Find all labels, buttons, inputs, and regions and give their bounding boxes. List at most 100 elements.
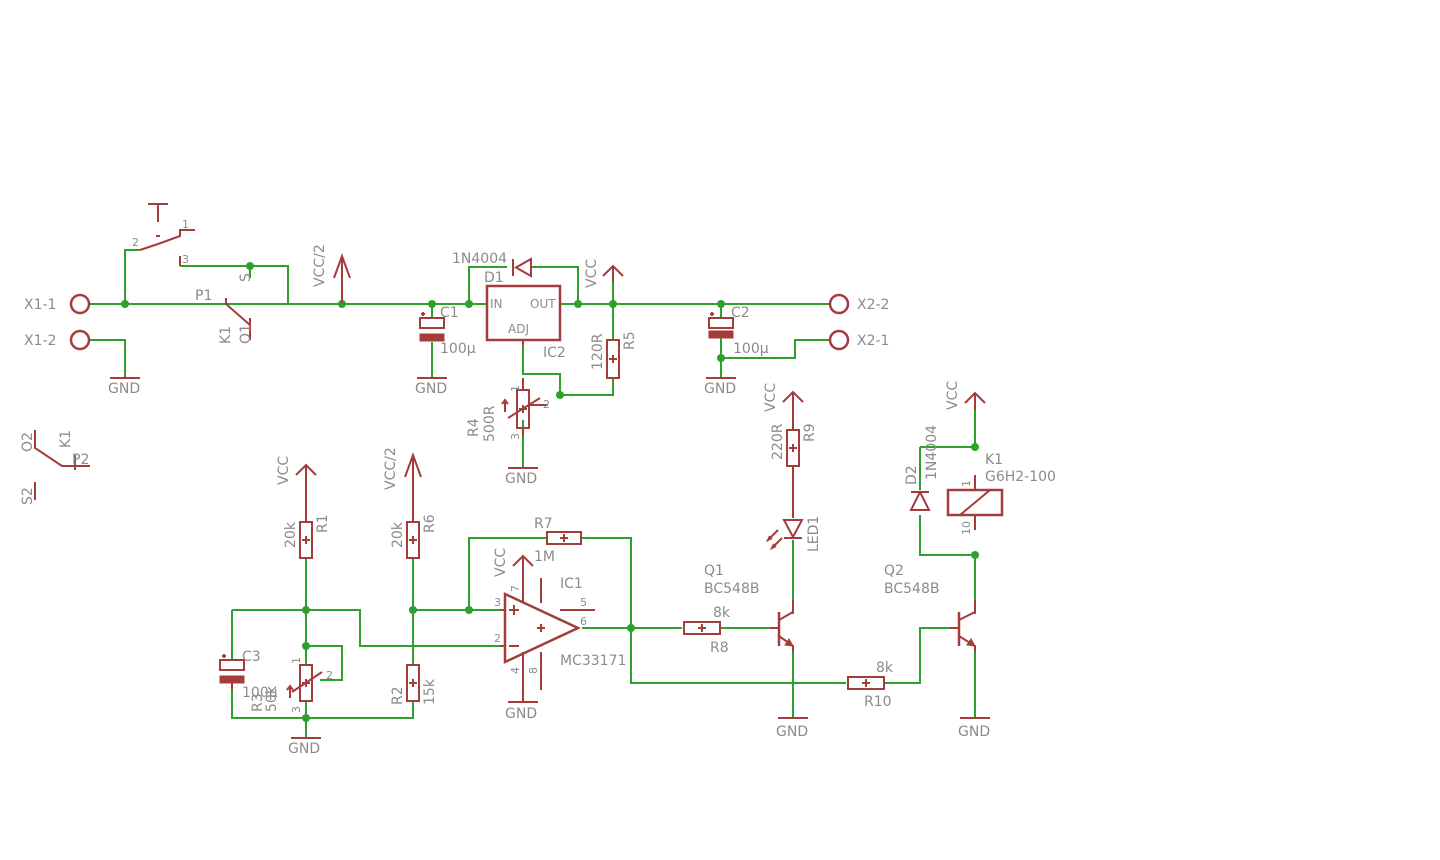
- switch-s-name: S: [238, 273, 254, 282]
- vcc-supply-r9: VCC: [763, 383, 804, 430]
- relay-contact-k1: P1 K1 O1: [195, 288, 254, 344]
- q2-name: Q2: [884, 563, 904, 579]
- resistor-r2: R2 15k: [390, 664, 438, 705]
- vcc-half-supply-top: VCC/2: [312, 244, 351, 304]
- diode-d2: D2 1N4004: [904, 425, 940, 511]
- ic1-pin6: 6: [580, 615, 587, 628]
- r3-name: R3: [250, 693, 266, 712]
- r3-pin2: 2: [326, 669, 333, 682]
- r5-value: 120R: [590, 333, 606, 370]
- d2-value: 1N4004: [924, 425, 940, 480]
- c3-value: 100µ: [242, 685, 278, 701]
- r3-value: 50k: [264, 685, 280, 712]
- r3-pin3: 3: [290, 706, 303, 713]
- vcc-label: VCC: [493, 548, 509, 577]
- r10-value: 8k: [876, 660, 894, 676]
- r6-name: R6: [422, 514, 438, 533]
- gnd-label: GND: [415, 381, 447, 397]
- gnd-symbol-r3: GND: [288, 737, 321, 757]
- relay-contact-k1-label: K1: [218, 326, 234, 344]
- r5-name: R5: [622, 331, 638, 350]
- ic2-adj-label: ADJ: [508, 322, 529, 336]
- resistor-r7: R7 1M: [534, 516, 582, 565]
- ic1-pin7: 7: [509, 585, 522, 592]
- c2-value: 100µ: [733, 341, 769, 357]
- opamp-ic1: 3 2 6 5 7 4 8 IC1 MC33171: [494, 576, 626, 690]
- vcc-half-supply-r6: VCC/2: [383, 447, 422, 522]
- gnd-symbol-q1: GND: [776, 717, 808, 740]
- ic1-pin8: 8: [527, 667, 540, 674]
- capacitor-c1: C1 100µ: [419, 305, 476, 357]
- vcc-label: VCC: [763, 383, 779, 412]
- gnd-label: GND: [704, 381, 736, 397]
- vcc-supply-reg: VCC: [584, 259, 624, 288]
- relay-contact-p1-label: P1: [195, 288, 212, 304]
- trimmer-r3: 1 2 3 R3 50k: [250, 657, 333, 713]
- resistor-r10: 8k R10: [847, 660, 894, 710]
- r6-value: 20k: [390, 521, 406, 548]
- c1-name: C1: [440, 305, 459, 321]
- c3-name: C3: [242, 649, 261, 665]
- ic2-in-label: IN: [490, 297, 503, 311]
- vcc-label: VCC: [945, 381, 961, 410]
- ic2-out-label: OUT: [530, 297, 556, 311]
- vcc-supply-ic1: VCC: [493, 548, 534, 594]
- r2-value: 15k: [422, 678, 438, 705]
- vcc-label: VCC: [276, 456, 292, 485]
- k1-pin1: 1: [960, 480, 973, 487]
- wires: [90, 249, 976, 738]
- ic1-name: IC1: [560, 576, 583, 592]
- led-led1: LED1: [765, 516, 822, 552]
- switch-s: 1 2 3 S: [132, 203, 254, 282]
- k1-value: G6H2-100: [985, 469, 1056, 485]
- resistor-r1: 20k R1: [283, 514, 331, 559]
- capacitor-c2: C2 100µ: [708, 305, 769, 357]
- ic1-pin5: 5: [580, 596, 587, 609]
- k1-pin10: 10: [960, 521, 973, 535]
- gnd-label: GND: [505, 706, 537, 722]
- gnd-symbol-ic1: GND: [505, 678, 538, 722]
- q1-name: Q1: [704, 563, 724, 579]
- led1-name: LED1: [806, 516, 822, 552]
- connector-x2-1-label: X2-1: [857, 333, 889, 349]
- connector-x1-2: X1-2: [24, 329, 91, 351]
- gnd-symbol-c1: GND: [415, 377, 447, 397]
- regulator-ic2: IN OUT ADJ IC2: [485, 284, 566, 361]
- r9-value: 220R: [770, 423, 786, 460]
- r4-name: R4: [466, 418, 482, 437]
- resistor-r6: 20k R6: [390, 514, 438, 559]
- r4-pin1: 1: [509, 385, 522, 392]
- r2-name: R2: [390, 686, 406, 705]
- r4-pin2: 2: [543, 398, 550, 411]
- switch-s-pin1: 1: [182, 218, 189, 231]
- gnd-label: GND: [505, 471, 537, 487]
- gnd-label: GND: [776, 724, 808, 740]
- ic1-pin3: 3: [494, 596, 501, 609]
- d1-name: D1: [484, 270, 504, 286]
- legend-s2-label: S2: [20, 487, 36, 505]
- connector-x2-1: X2-1: [828, 329, 889, 351]
- transistor-q2: Q2 BC548B: [884, 563, 976, 652]
- r10-name: R10: [864, 694, 892, 710]
- junctions: [121, 262, 979, 722]
- r7-value: 1M: [534, 549, 555, 565]
- trimmer-r4: 1 2 3 R4 500R: [466, 378, 550, 442]
- relay-contact-o1-label: O1: [238, 324, 254, 344]
- switch-s-pin2: 2: [132, 236, 139, 249]
- d1-value: 1N4004: [452, 251, 507, 267]
- relay-contact-legend: O2 K1 P2 S2: [20, 430, 90, 505]
- ic1-pin4: 4: [509, 667, 522, 674]
- q2-value: BC548B: [884, 581, 939, 597]
- diode-d1: 1N4004 D1: [452, 251, 532, 286]
- switch-s-pin3: 3: [182, 253, 189, 266]
- resistor-r8: 8k R8: [683, 605, 731, 656]
- connector-x2-2: X2-2: [828, 293, 889, 315]
- resistor-r9: 220R R9: [770, 423, 818, 518]
- gnd-label: GND: [108, 381, 140, 397]
- k1-name: K1: [985, 452, 1003, 468]
- legend-k1-label: K1: [58, 430, 74, 448]
- vcc-label: VCC: [584, 259, 600, 288]
- vcc-half-label: VCC/2: [312, 244, 328, 287]
- r8-value: 8k: [713, 605, 731, 621]
